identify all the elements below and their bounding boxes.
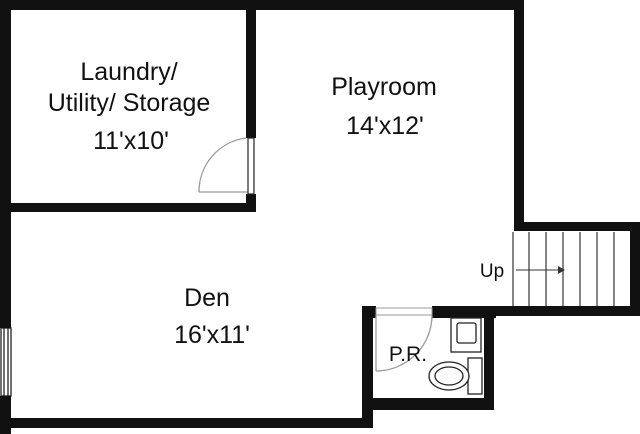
playroom-size: 14'x12' (346, 112, 424, 140)
stair-bottom-wall (486, 306, 640, 316)
den-size: 16'x11' (174, 321, 250, 349)
door-swing-icon (198, 137, 255, 195)
laundry-bottom-wall (0, 203, 256, 212)
sink-icon (450, 317, 482, 353)
laundry-name-line1: Laundry/ (80, 58, 177, 86)
stair-top-wall (514, 222, 640, 231)
arrow-right-icon (516, 266, 565, 274)
powder-room-name: P.R. (389, 343, 427, 366)
pr-top-wall-right (432, 306, 496, 318)
laundry-size: 11'x10' (93, 127, 169, 155)
pr-right-wall (484, 306, 494, 410)
toilet-icon (428, 357, 483, 395)
window-icon (0, 327, 12, 397)
left-wall-upper (0, 0, 11, 328)
interior-walls (0, 10, 496, 428)
laundry-right-wall (246, 10, 256, 138)
left-wall-lower (0, 396, 11, 434)
top-wall (0, 0, 524, 10)
bottom-wall (0, 418, 372, 428)
pr-left-wall (362, 306, 373, 428)
laundry-name-line2: Utility/ Storage (48, 89, 211, 117)
stair-treads-icon (512, 232, 615, 306)
den-name: Den (184, 284, 230, 312)
playroom-name: Playroom (331, 73, 437, 101)
pr-door-swing-icon (375, 307, 433, 372)
right-wall-upper (514, 0, 524, 230)
stairs-up-label: Up (480, 261, 504, 282)
stair-right-wall (630, 222, 640, 316)
pr-bottom-wall (362, 398, 494, 410)
